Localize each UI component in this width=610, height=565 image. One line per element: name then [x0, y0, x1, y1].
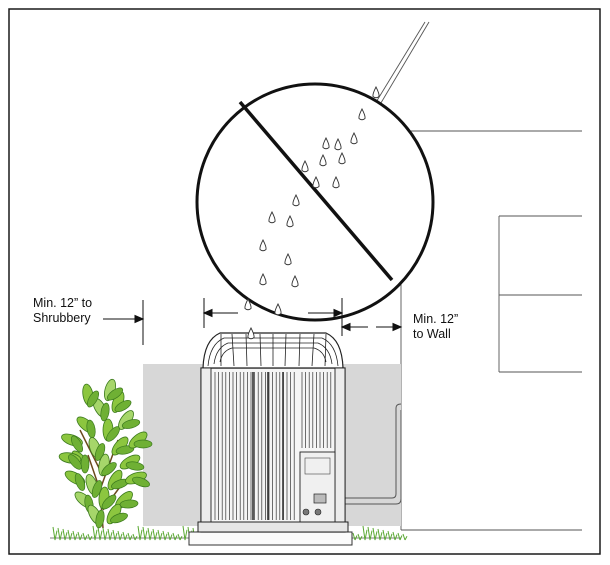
shrub-leaf — [106, 426, 120, 442]
line-set — [318, 403, 402, 505]
shrub-leaf — [101, 494, 117, 510]
water-drop — [259, 273, 267, 286]
shrubbery-clearance-dimension — [103, 300, 145, 345]
shrub-leaf — [110, 512, 128, 524]
outdoor-condenser-unit — [197, 332, 349, 533]
diagram-frame — [8, 8, 601, 555]
water-drop — [268, 211, 276, 224]
water-drop — [319, 154, 327, 167]
shrub-leaf — [95, 509, 105, 529]
water-drop — [332, 176, 340, 189]
water-drop — [274, 303, 282, 316]
shrub-leaf — [74, 473, 86, 491]
shrub-leaf — [80, 454, 90, 474]
water-drop — [244, 298, 252, 311]
water-drop — [291, 275, 299, 288]
shrub-leaf — [100, 402, 110, 422]
shrubbery-label-line2: Shrubbery — [33, 311, 91, 325]
no-water-dripping-icon — [195, 82, 435, 322]
shrub-leaf — [132, 476, 150, 488]
water-drop — [301, 160, 309, 173]
water-drop — [322, 137, 330, 150]
water-drop — [312, 176, 320, 189]
water-drop — [247, 327, 255, 340]
water-drop — [259, 239, 267, 252]
falling-drops — [244, 298, 282, 340]
wall-label-line2: to Wall — [413, 327, 451, 341]
shrub-leaf — [94, 443, 106, 461]
shrub-leaf — [114, 399, 132, 413]
water-drop — [338, 152, 346, 165]
wall-clearance-dimension — [340, 316, 403, 336]
shrub — [58, 378, 153, 529]
shrub-leaf — [70, 435, 84, 453]
shrub-leaf — [115, 445, 135, 455]
shrubbery-label-line1: Min. 12” to — [33, 296, 93, 310]
shrub-leaf — [86, 419, 96, 439]
water-drop — [358, 108, 366, 121]
shrub-leaf — [121, 419, 141, 429]
shrub-leaf — [106, 387, 124, 401]
water-drop — [372, 86, 380, 99]
water-drop — [350, 132, 358, 145]
shade-zone-left — [143, 364, 205, 526]
window — [498, 215, 582, 373]
wall-label-line1: Min. 12” — [413, 312, 459, 326]
shade-zone-right — [343, 364, 401, 526]
shrub-leaf — [133, 439, 153, 449]
wall-clearance-label: Min. 12” to Wall — [413, 312, 458, 342]
water-drop — [286, 215, 294, 228]
water-drop — [292, 194, 300, 207]
unit-width-dimension — [202, 298, 344, 328]
shrub-leaf — [68, 454, 82, 470]
shrubbery-clearance-label: Min. 12” to Shrubbery — [33, 296, 92, 326]
shrub-leaf — [101, 462, 117, 476]
shrub-leaf — [86, 390, 100, 408]
concrete-pad — [188, 531, 353, 546]
water-drop — [334, 138, 342, 151]
water-drop — [284, 253, 292, 266]
shrub-leaf — [125, 461, 145, 471]
